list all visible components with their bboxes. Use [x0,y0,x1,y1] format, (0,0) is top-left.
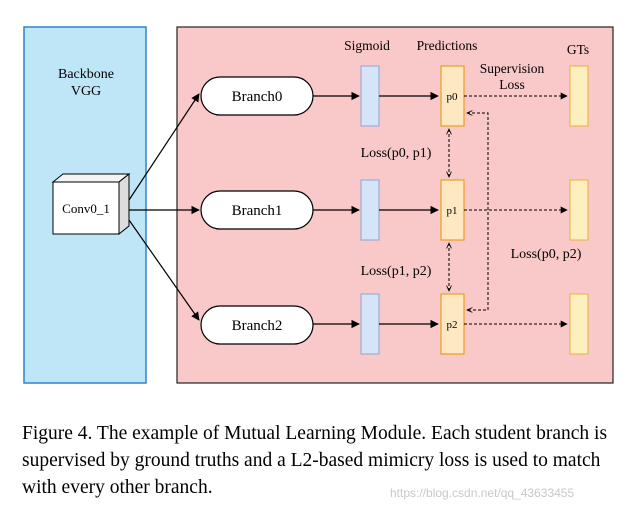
sigmoid-header: Sigmoid [344,38,390,53]
branch2-row: Branch2 p2 [200,293,589,355]
branch0-row: Branch0 p0 [200,65,589,127]
gt0-bar [569,65,589,127]
branch2-node [200,305,314,345]
watermark-url: https://blog.csdn.net/qq_43633455 [390,486,575,500]
figure-caption: Figure 4. The example of Mutual Learning… [22,423,608,498]
sigmoid2-bar [360,293,380,355]
prediction-p0-label: p0 [447,91,459,103]
conv0-1-label: Conv0_1 [62,201,110,216]
conv0-1-block: Conv0_1 [51,172,131,236]
branch1-row: Branch1 p1 [200,179,589,241]
branch2-label: Branch2 [232,318,283,334]
loss-p0-p2-arrow [467,113,489,310]
backbone-vgg-label: VGG [71,84,101,99]
arrow-conv-to-branch2 [128,219,200,321]
loss-p1-p2-label: Loss(p1, p2) [361,264,432,279]
backbone-label: Backbone [58,67,114,82]
supervision-loss-label-line2: Loss [499,77,525,92]
gts-header: GTs [567,42,589,57]
loss-p0-p2-label: Loss(p0, p2) [511,247,582,262]
branch0-label: Branch0 [232,89,283,105]
arrow-conv-to-branch0 [128,93,200,201]
supervision-loss-label-line1: Supervision [480,61,545,76]
mutual-learning-diagram: Backbone VGG Conv0_1 Sigmoid Predictions… [23,26,614,384]
predictions-header: Predictions [417,38,478,53]
branch1-label: Branch1 [232,203,283,219]
gt1-bar [569,179,589,241]
loss-p0-p1-label: Loss(p0, p1) [361,146,432,161]
gt2-bar [569,293,589,355]
prediction-p2-label: p2 [447,319,458,331]
sigmoid0-bar [360,65,380,127]
prediction-p1-label: p1 [447,205,458,217]
sigmoid1-bar [360,179,380,241]
